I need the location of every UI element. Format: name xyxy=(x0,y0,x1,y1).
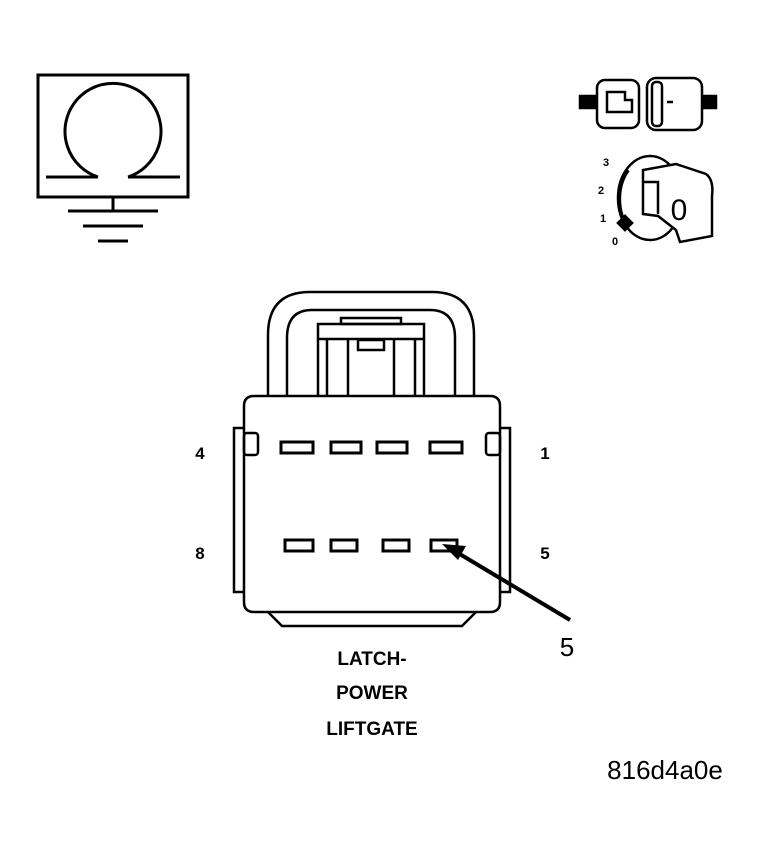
connector-title-line-1: LATCH- xyxy=(337,649,406,670)
key-position-2: 2 xyxy=(598,185,604,197)
cavity-6 xyxy=(381,538,411,553)
terminal-cavities xyxy=(279,440,464,553)
key-position-3: 3 xyxy=(603,157,609,169)
callout-number: 5 xyxy=(560,632,574,662)
connector-title-line-2: POWER xyxy=(336,683,408,704)
cavity-8 xyxy=(283,538,315,553)
key-position-1: 1 xyxy=(600,213,606,225)
cavity-7 xyxy=(329,538,359,553)
ignition-key-icon xyxy=(616,154,714,244)
connector-body xyxy=(232,290,512,628)
cavity-2 xyxy=(375,440,409,455)
pin-label-1: 1 xyxy=(540,444,549,463)
callout-arrow xyxy=(442,544,572,622)
key-position-0: 0 xyxy=(612,236,618,248)
connector-disconnect-icon xyxy=(578,76,718,132)
pin-label-5: 5 xyxy=(540,544,549,563)
cavity-4 xyxy=(279,440,315,455)
figure-code: 816d4a0e xyxy=(607,755,723,785)
ohmmeter-ground-icon xyxy=(36,73,190,243)
connector-title-line-3: LIFTGATE xyxy=(326,719,417,740)
cavity-3 xyxy=(329,440,363,455)
pin-label-4: 4 xyxy=(195,444,205,463)
cavity-1 xyxy=(428,440,464,455)
key-face-label: 0 xyxy=(671,194,688,227)
pin-label-8: 8 xyxy=(195,544,204,563)
